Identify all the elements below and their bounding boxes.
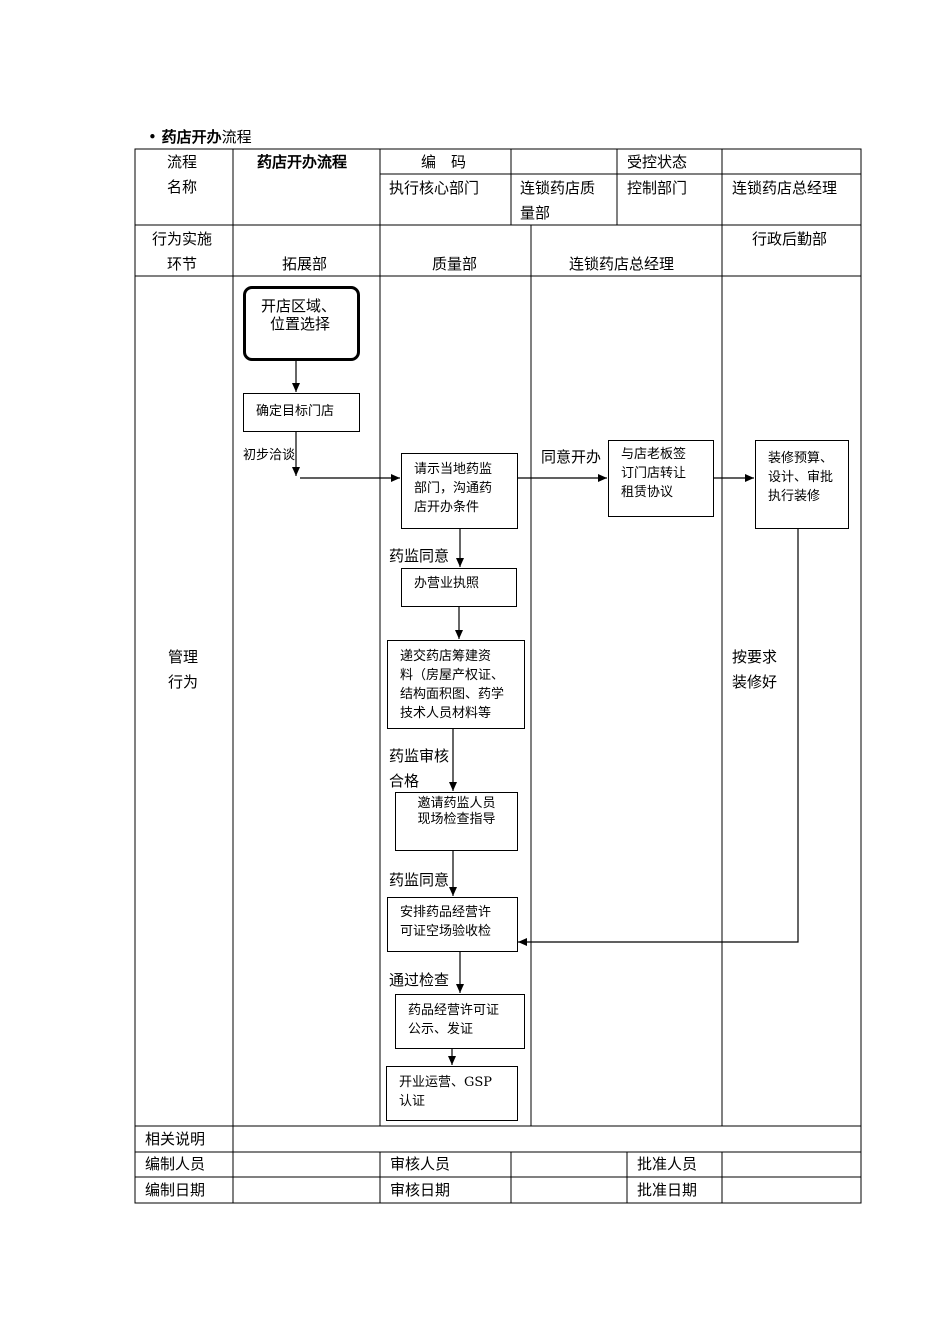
code-label: 编 码	[421, 153, 467, 171]
exec-dept-value-2: 量部	[520, 204, 551, 222]
exec-dept-label: 执行核心部门	[389, 179, 480, 197]
confirm-store-box: 确定目标门店	[243, 393, 360, 432]
fda-pass-line-2: 合格	[389, 772, 420, 790]
fda-pass-line-1: 药监审核	[389, 747, 450, 765]
column-expansion: 拓展部	[282, 255, 328, 273]
fda-agree-1-label: 药监同意	[389, 547, 450, 565]
control-status-label: 受控状态	[627, 153, 688, 171]
request-line-3: 店开办条件	[414, 500, 480, 515]
license-box: 办营业执照	[401, 568, 517, 607]
request-line-1: 请示当地药监	[414, 462, 493, 477]
request-line-2: 部门，沟通药	[414, 481, 493, 496]
start-node: 开店区域、 位置选择	[243, 286, 360, 361]
invite-box: 邀请药监人员 现场检查指导	[395, 792, 518, 851]
invite-line-1: 邀请药监人员	[417, 796, 496, 811]
column-gm: 连锁药店总经理	[569, 255, 675, 273]
submit-line-3: 结构面积图、药学	[400, 687, 505, 702]
sign-box: 与店老板签 订门店转让 租赁协议	[608, 440, 714, 517]
process-name-value: 药店开办流程	[257, 153, 348, 171]
compiler-label: 编制人员	[145, 1155, 206, 1173]
submit-line-4: 技术人员材料等	[400, 706, 492, 721]
process-name-label-1: 流程	[167, 153, 198, 171]
submit-line-1: 递交药店筹建资	[400, 649, 492, 664]
permit-line-2: 公示、发证	[408, 1022, 474, 1037]
fda-agree-2-label: 药监同意	[389, 871, 450, 889]
arrange-line-1: 安排药品经营许	[400, 905, 492, 920]
row-label-2: 行为	[168, 673, 199, 691]
renovation-line-1: 装修预算、	[768, 451, 834, 466]
sign-line-1: 与店老板签	[621, 447, 687, 462]
column-label-2: 环节	[167, 255, 198, 273]
column-admin: 行政后勤部	[752, 230, 828, 248]
column-quality: 质量部	[432, 255, 478, 273]
related-label: 相关说明	[145, 1130, 206, 1148]
page-heading: • 药店开办流程	[148, 125, 252, 150]
heading-normal: 流程	[221, 128, 252, 146]
heading-bullet: •	[148, 128, 157, 146]
renovate-req-line-1: 按要求	[732, 648, 778, 666]
reviewer-label: 审核人员	[390, 1155, 451, 1173]
exec-dept-value-1: 连锁药店质	[520, 179, 596, 197]
confirm-store-text: 确定目标门店	[256, 404, 335, 419]
start-node-line-2: 位置选择	[270, 315, 331, 333]
renovation-line-2: 设计、审批	[768, 470, 834, 485]
control-dept-value: 连锁药店总经理	[732, 179, 838, 197]
approver-label: 批准人员	[637, 1155, 698, 1173]
column-label-1: 行为实施	[152, 230, 213, 248]
start-node-line-1: 开店区域、	[261, 297, 337, 315]
initial-talk-label: 初步洽谈	[243, 448, 296, 463]
agree-open-label: 同意开办	[541, 448, 602, 466]
compile-date-label: 编制日期	[145, 1181, 206, 1199]
open-line-2: 认证	[399, 1094, 426, 1109]
sign-line-3: 租赁协议	[621, 485, 674, 500]
renovate-req-line-2: 装修好	[732, 673, 778, 691]
submit-line-2: 料（房屋产权证、	[400, 668, 505, 683]
arrange-box: 安排药品经营许 可证空场验收检	[387, 897, 518, 952]
process-name-label-2: 名称	[167, 178, 198, 196]
request-box: 请示当地药监 部门，沟通药 店开办条件	[401, 453, 518, 529]
control-dept-label: 控制部门	[627, 179, 688, 197]
approve-date-label: 批准日期	[637, 1181, 698, 1199]
open-line-1: 开业运营、GSP	[399, 1075, 493, 1090]
review-date-label: 审核日期	[390, 1181, 451, 1199]
submit-box: 递交药店筹建资 料（房屋产权证、 结构面积图、药学 技术人员材料等	[387, 640, 525, 729]
pass-check-label: 通过检查	[389, 971, 450, 989]
arrange-line-2: 可证空场验收检	[400, 924, 492, 939]
invite-line-2: 现场检查指导	[417, 812, 496, 827]
permit-line-1: 药品经营许可证	[408, 1003, 500, 1018]
renovation-line-3: 执行装修	[768, 489, 821, 504]
heading-bold: 药店开办	[161, 128, 222, 146]
open-box: 开业运营、GSP 认证	[386, 1066, 518, 1121]
license-text: 办营业执照	[414, 576, 480, 591]
renovation-box: 装修预算、 设计、审批 执行装修	[755, 440, 849, 529]
permit-box: 药品经营许可证 公示、发证	[395, 994, 525, 1049]
row-label-1: 管理	[168, 648, 199, 666]
sign-line-2: 订门店转让	[621, 466, 687, 481]
